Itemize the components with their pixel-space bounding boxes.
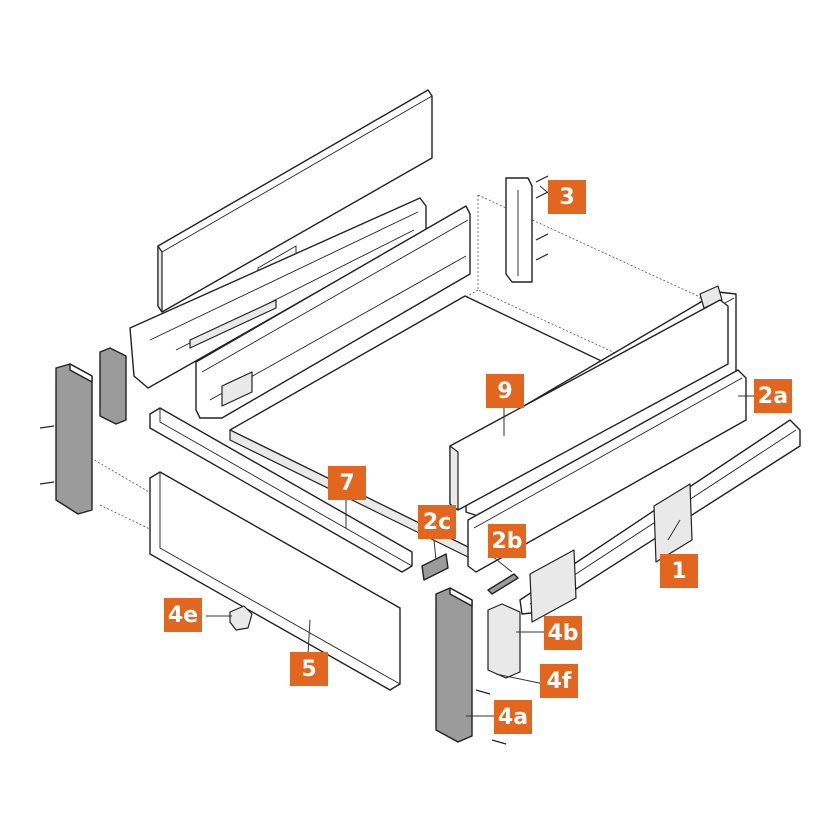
- svg-text:2a: 2a: [758, 384, 788, 409]
- svg-text:4a: 4a: [498, 705, 528, 730]
- front-cap-left: [39, 363, 93, 515]
- callout-2a: 2a: [754, 379, 792, 413]
- drawer-side-left: [195, 205, 471, 419]
- svg-text:4e: 4e: [168, 603, 198, 628]
- svg-text:2b: 2b: [491, 529, 522, 554]
- clip-4e: [229, 605, 253, 631]
- svg-text:1: 1: [671, 559, 686, 584]
- svg-text:9: 9: [497, 379, 512, 404]
- svg-text:5: 5: [301, 657, 316, 682]
- side-panel-9: [449, 299, 729, 511]
- front-cap-4a: [435, 587, 507, 745]
- svg-text:3: 3: [559, 185, 574, 210]
- front-bracket-left: [99, 347, 127, 425]
- callout-2b: 2b: [488, 524, 526, 558]
- callout-5: 5: [290, 652, 328, 686]
- callout-4f: 4f: [540, 664, 578, 698]
- callout-4e: 4e: [164, 598, 202, 632]
- svg-text:7: 7: [339, 471, 354, 496]
- callout-1: 1: [660, 554, 698, 588]
- back-mounting-bracket: [505, 175, 549, 283]
- front-panel-5: [149, 471, 401, 691]
- callout-4b: 4b: [544, 616, 582, 650]
- svg-text:4f: 4f: [547, 669, 572, 694]
- callout-2c: 2c: [418, 505, 456, 539]
- svg-text:2c: 2c: [423, 510, 451, 535]
- callout-9: 9: [486, 374, 524, 408]
- callout-3: 3: [548, 180, 586, 214]
- part-2b: [487, 573, 519, 595]
- screw-set: [535, 175, 549, 261]
- back-side-panel-left: [157, 89, 433, 313]
- side-panel-2a: [467, 369, 747, 573]
- callout-4a: 4a: [494, 700, 532, 734]
- svg-text:4b: 4b: [547, 621, 578, 646]
- part-2c: [421, 553, 449, 581]
- bracket-4b: [487, 603, 521, 679]
- rail-7: [149, 407, 413, 573]
- callout-7: 7: [328, 466, 366, 500]
- runner-right: [519, 419, 801, 623]
